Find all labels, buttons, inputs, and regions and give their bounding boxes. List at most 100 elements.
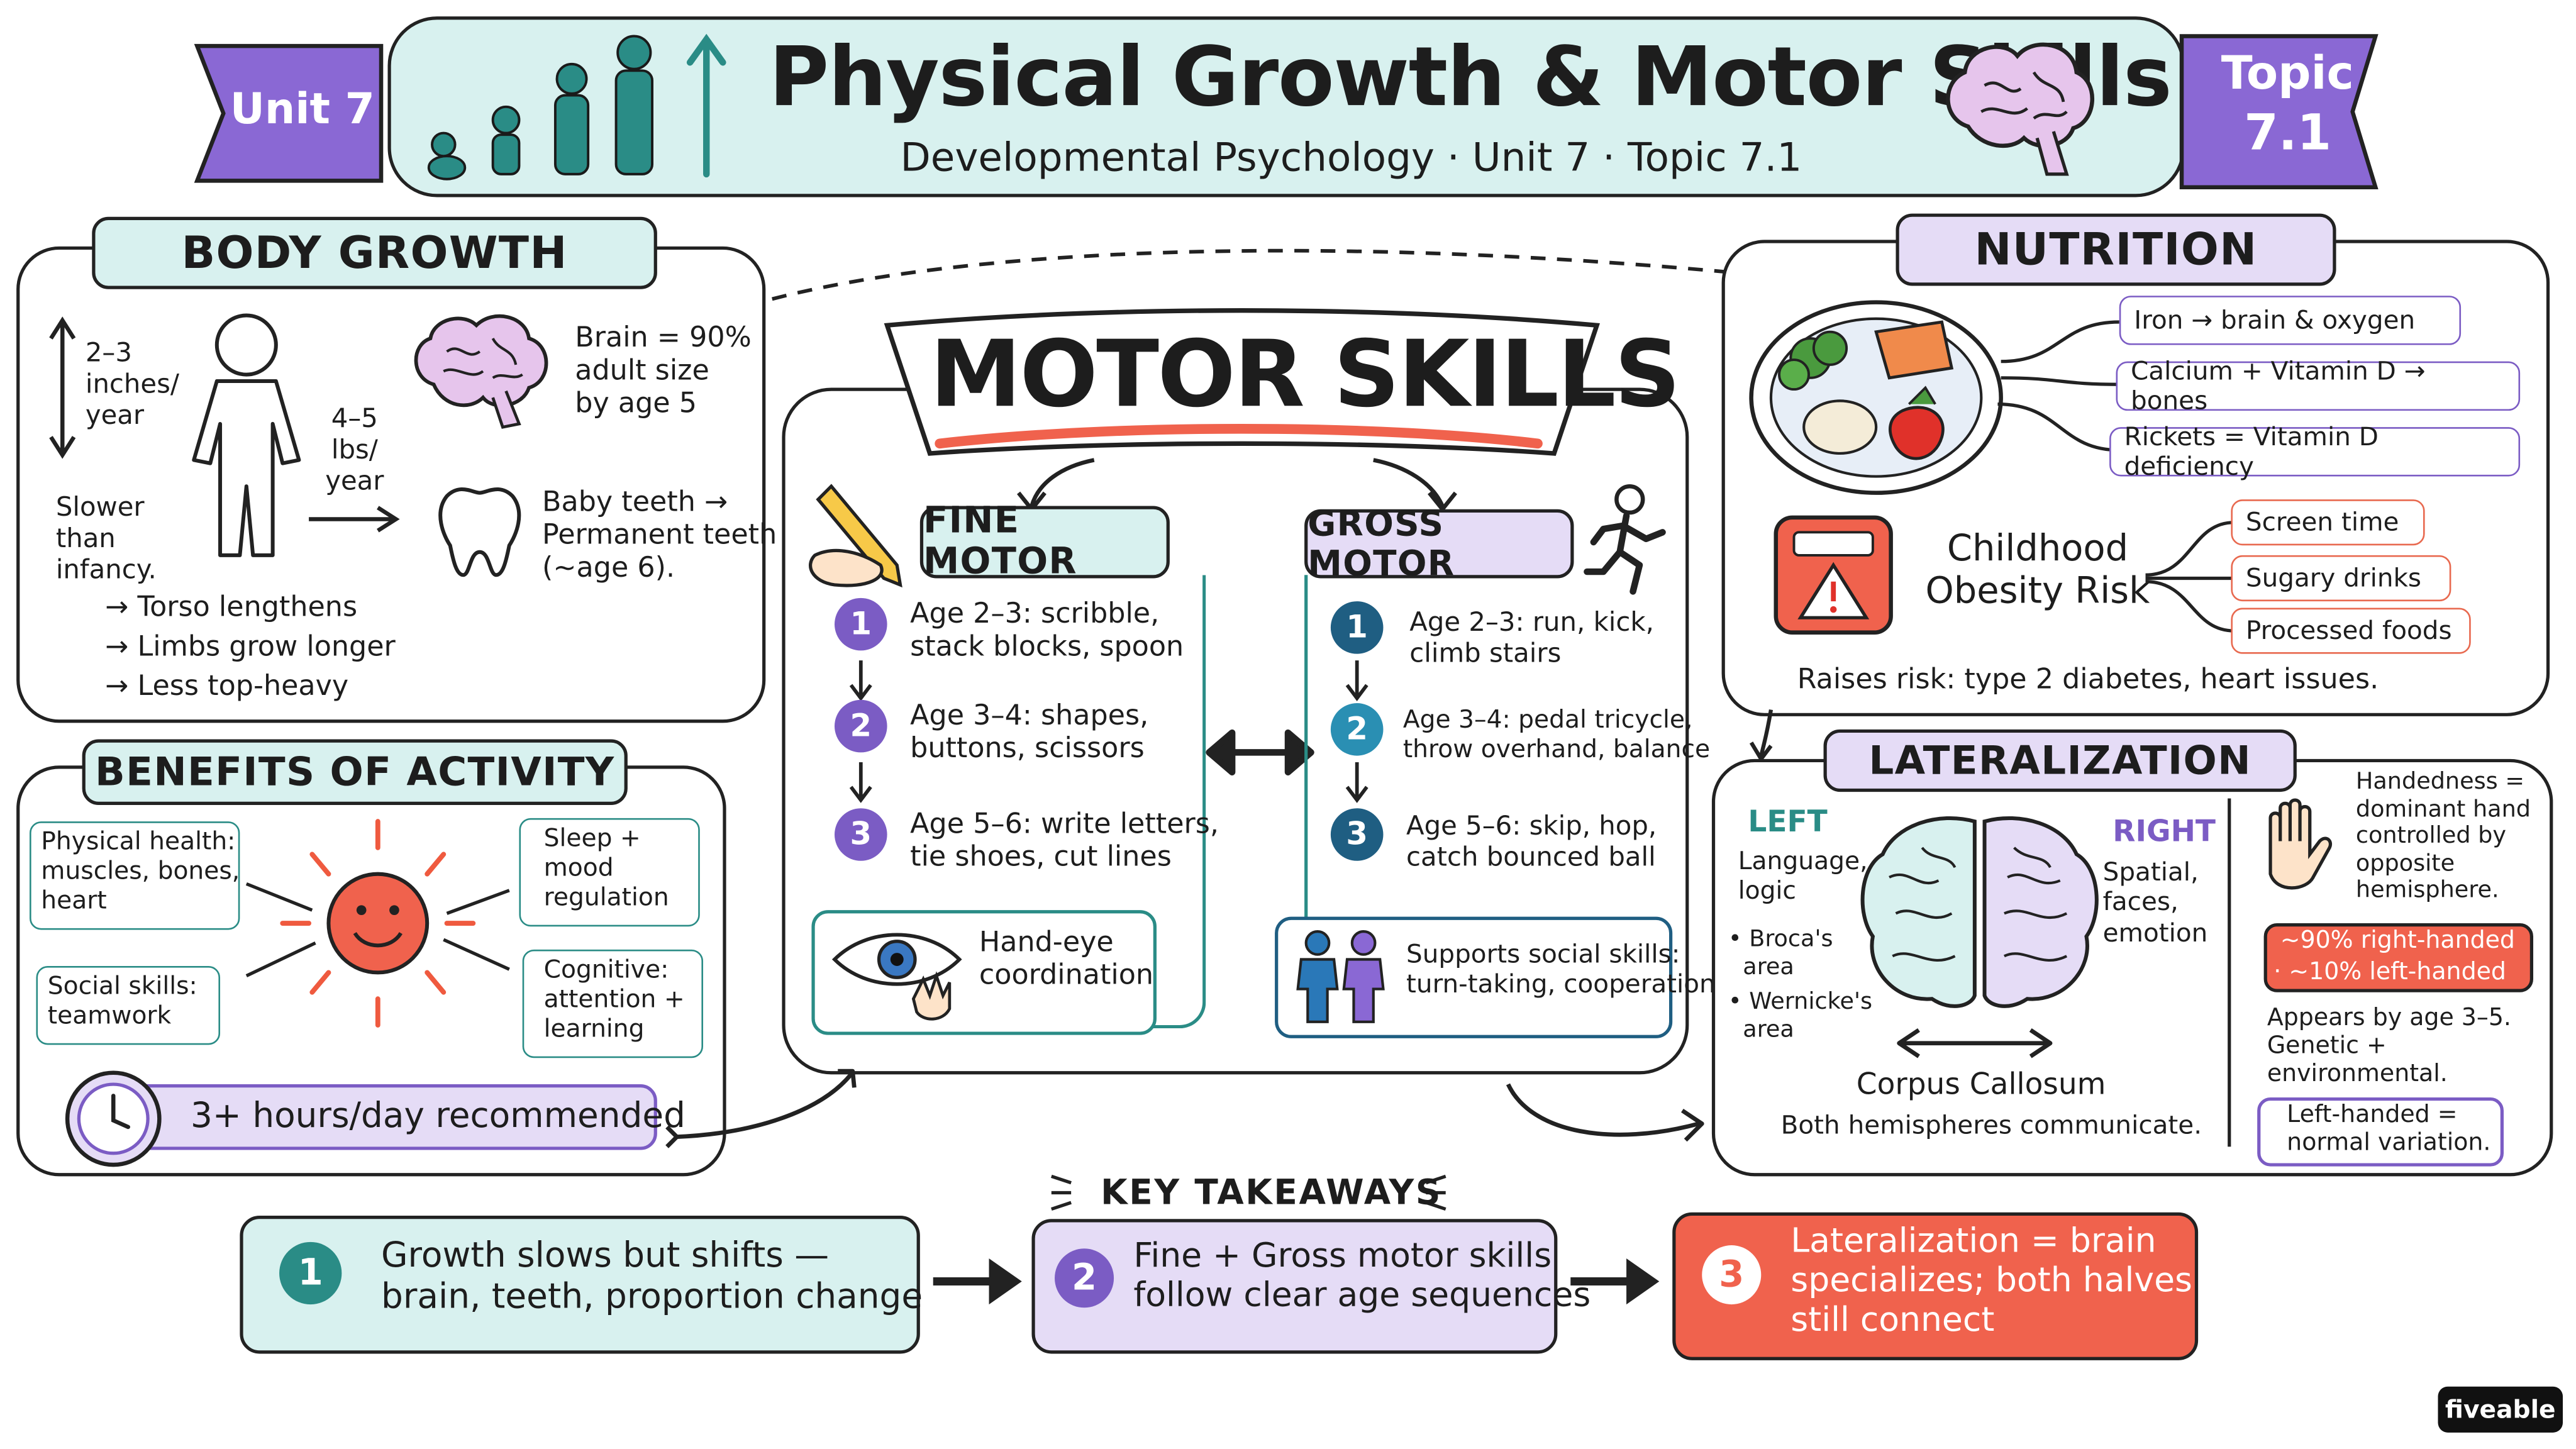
height-arrow-icon [49, 316, 76, 459]
brain-icon [1946, 42, 2094, 176]
body-growth-title: BODY GROWTH [92, 216, 657, 289]
fine-step-arrow-2 [849, 762, 872, 803]
sun-smiley-icon [245, 819, 510, 1028]
curved-arrow-left [665, 1069, 857, 1148]
fiveable-logo-text: fiveable [2445, 1394, 2556, 1424]
page-subtitle: Developmental Psychology · Unit 7 · Topi… [900, 135, 1802, 181]
takeaway-arrow-2 [1570, 1258, 1660, 1305]
gross-step-3-number: 3 [1330, 808, 1384, 861]
body-growth-panel [16, 246, 766, 723]
brain-hemispheres-icon [1860, 816, 2099, 1008]
growth-change-2: → Limbs grow longer [105, 631, 396, 664]
left-handed-stat: · ~10% left-handed [2273, 959, 2506, 986]
right-hemisphere-title: RIGHT [2112, 814, 2216, 850]
takeaway-3-number: 3 [1702, 1245, 1762, 1305]
fine-step-3-text: Age 5–6: write letters, tie shoes, cut l… [910, 808, 1219, 874]
takeaways-sparks [1050, 1174, 1446, 1211]
benefit-cognitive: Cognitive: attention + learning [522, 949, 704, 1058]
fine-step-1-text: Age 2–3: scribble, stack blocks, spoon [910, 597, 1184, 664]
unit-badge: Unit 7 [194, 36, 387, 187]
bidirectional-arrow [1206, 729, 1314, 775]
recommendation-text: 3+ hours/day recommended [191, 1096, 686, 1136]
growth-change-3: → Less top-heavy [105, 670, 349, 704]
benefit-social: Social skills: teamwork [36, 965, 221, 1045]
takeaway-3-text: Lateralization = brain specializes; both… [1790, 1220, 2192, 1338]
takeaways-title: KEY TAKEAWAYS [1101, 1173, 1443, 1213]
topic-badge: Topic 7.1 [2179, 30, 2382, 194]
gross-motor-column [1304, 575, 1669, 920]
header-banner [387, 16, 2185, 197]
food-plate-icon [1749, 300, 2003, 495]
gross-step-2-text: Age 3–4: pedal tricycle, throw overhand,… [1402, 704, 1711, 763]
motor-title-banner [884, 308, 1600, 456]
running-figure-icon [1584, 484, 1666, 595]
fine-motor-title: FINE MOTOR [919, 501, 1170, 583]
obesity-connectors [2145, 521, 2235, 633]
fine-step-arrow-1 [849, 660, 872, 701]
nutrition-fact-calcium: Calcium + Vitamin D → bones [2116, 357, 2521, 416]
takeaway-arrow-1 [933, 1258, 1022, 1305]
fine-step-3-number: 3 [834, 808, 887, 861]
nutrition-title: NUTRITION [1896, 213, 2336, 286]
topic-badge-line1: Topic [2221, 46, 2354, 101]
fine-step-2-text: Age 3–4: shapes, buttons, scissors [910, 699, 1149, 766]
growth-figures-icon [427, 33, 726, 180]
social-skills-box [1275, 916, 1673, 1038]
takeaway-2-card [1031, 1219, 1558, 1354]
left-hemisphere-title: LEFT [1748, 804, 1828, 840]
eye-icon [831, 933, 962, 1021]
lateralization-title: LATERALIZATION [1823, 729, 2297, 792]
handedness-definition: Handedness = dominant hand controlled by… [2355, 769, 2531, 904]
gross-step-3-text: Age 5–6: skip, hop, catch bounced ball [1406, 809, 1657, 872]
height-rate: 2–3 inches/ year [85, 336, 179, 430]
child-body-icon [192, 313, 301, 557]
takeaway-2-text: Fine + Gross motor skills follow clear a… [1133, 1235, 1591, 1315]
gross-step-2-number: 2 [1330, 703, 1384, 756]
obesity-label: Childhood Obesity Risk [1925, 529, 2150, 613]
takeaway-3-card [1672, 1212, 2199, 1360]
corpus-callosum-note: Both hemispheres communicate. [1780, 1110, 2202, 1140]
nutrition-connectors [1997, 320, 2119, 452]
wernickes-area: • Wernicke's area [1728, 989, 1873, 1043]
risk-screen-time: Screen time [2231, 499, 2425, 546]
social-skills-text: Supports social skills: turn-taking, coo… [1406, 940, 1716, 999]
weight-rate: 4–5 lbs/ year [325, 402, 384, 496]
two-people-icon [1296, 930, 1385, 1023]
right-handed-stat: ~90% right-handed [2280, 928, 2515, 955]
appears-note: Appears by age 3–5. Genetic + environmen… [2267, 1005, 2511, 1088]
benefits-title: BENEFITS OF ACTIVITY [82, 739, 628, 805]
dashed-connector-left [772, 248, 1735, 301]
takeaway-1-number: 1 [279, 1241, 342, 1305]
topic-badge-line2: 7.1 [2244, 105, 2332, 163]
clock-icon [65, 1070, 162, 1167]
right-hemisphere-text: Spatial, faces, emotion [2102, 857, 2208, 948]
benefit-physical: Physical health: muscles, bones, heart [30, 821, 240, 930]
lateralization-divider [2228, 798, 2231, 1147]
left-handed-box [2257, 1097, 2504, 1167]
risk-processed-foods: Processed foods [2231, 608, 2471, 654]
tooth-icon [438, 487, 521, 577]
motor-skills-title: MOTOR SKILLS [930, 321, 1681, 429]
gross-step-1-number: 1 [1330, 601, 1384, 654]
takeaway-1-text: Growth slows but shifts — brain, teeth, … [381, 1235, 923, 1316]
unit-badge-label: Unit 7 [230, 85, 375, 135]
hand-icon [2268, 798, 2332, 890]
fine-step-2-number: 2 [834, 699, 887, 753]
risk-sugary-drinks: Sugary drinks [2231, 555, 2451, 602]
brain-small-icon [414, 314, 548, 429]
handedness-stats-box [2263, 923, 2534, 992]
nutrition-down-arrow [1749, 709, 1774, 763]
corpus-callosum-label: Corpus Callosum [1856, 1067, 2106, 1102]
takeaway-1-card [240, 1216, 920, 1354]
growth-change-1: → Torso lengthens [105, 591, 358, 625]
curved-arrow-right [1506, 1083, 1704, 1142]
gross-motor-title: GROSS MOTOR [1304, 504, 1574, 583]
corpus-callosum-arrow [1897, 1028, 2053, 1058]
recommendation-bar [108, 1084, 657, 1150]
fiveable-logo: fiveable [2438, 1386, 2563, 1433]
nutrition-fact-rickets: Rickets = Vitamin D deficiency [2109, 422, 2521, 481]
scale-warning-icon [1774, 515, 1893, 635]
page-title: Physical Growth & Motor Skills [769, 30, 2172, 125]
gross-step-arrow-1 [1345, 660, 1368, 701]
left-hemisphere-text: Language, logic [1738, 846, 1868, 905]
